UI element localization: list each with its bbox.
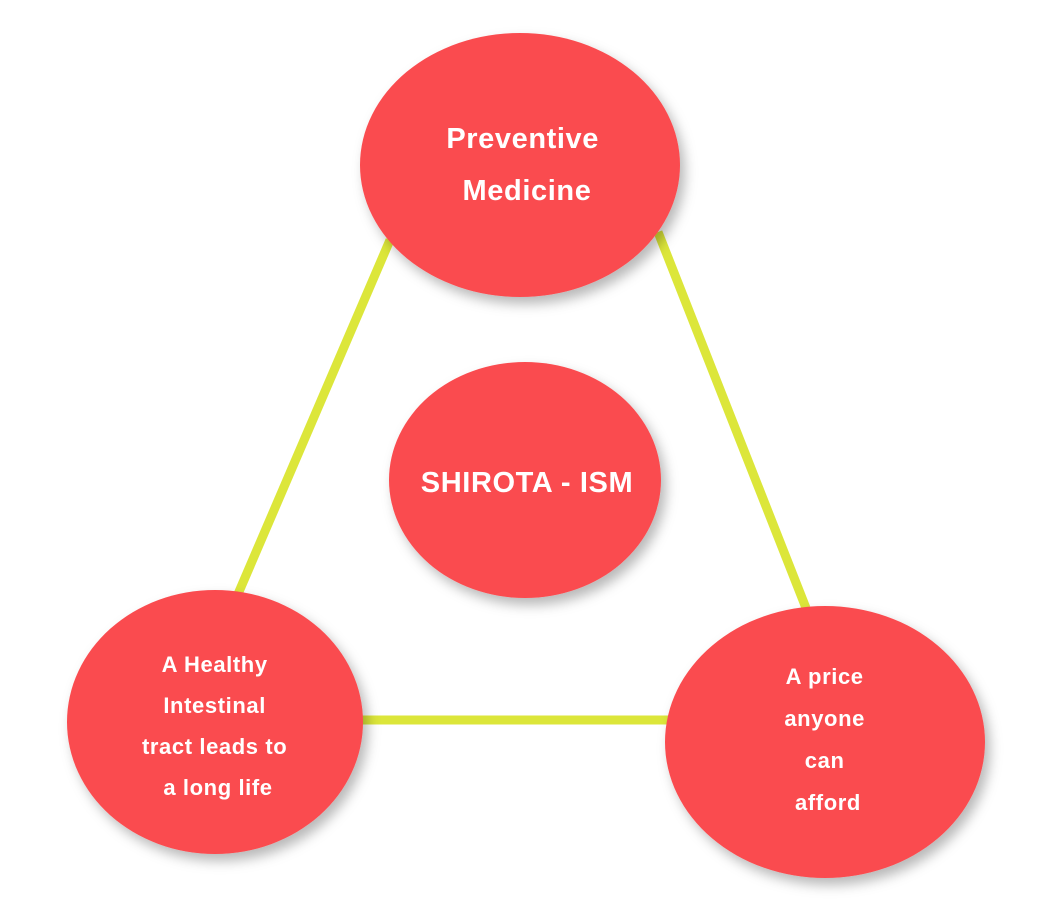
node-affordable-price: A price anyone can afford (665, 606, 985, 878)
node-shirota-ism-label: SHIROTA - ISM (421, 467, 633, 499)
node-shirota-ism: SHIROTA - ISM (389, 362, 661, 598)
node-preventive-medicine-ellipse (360, 33, 680, 297)
connector-top-right (653, 230, 811, 610)
node-label-line: Preventive (446, 123, 599, 155)
node-label-line: a long life (163, 775, 272, 800)
node-preventive-medicine: Preventive Medicine (360, 33, 680, 297)
node-affordable-price-label: A price anyone can afford (784, 664, 871, 815)
node-label-line: afford (795, 790, 861, 815)
node-label-line: can (805, 748, 845, 773)
node-label-line: A price (786, 664, 864, 689)
node-label-line: Medicine (463, 175, 592, 207)
node-label-line: anyone (784, 706, 865, 731)
connector-top-left (227, 238, 395, 610)
node-label-line: Intestinal (163, 693, 266, 718)
node-affordable-price-ellipse (665, 606, 985, 878)
node-healthy-intestinal-tract-ellipse (67, 590, 363, 854)
node-label-line: SHIROTA - ISM (421, 467, 633, 499)
node-label-line: tract leads to (142, 734, 287, 759)
node-label-line: A Healthy (162, 652, 268, 677)
node-preventive-medicine-label: Preventive Medicine (446, 123, 607, 207)
node-shirota-ism-ellipse (389, 362, 661, 598)
node-healthy-intestinal-tract-label: A Healthy Intestinal tract leads to a lo… (142, 652, 294, 800)
node-healthy-intestinal-tract: A Healthy Intestinal tract leads to a lo… (67, 590, 363, 854)
